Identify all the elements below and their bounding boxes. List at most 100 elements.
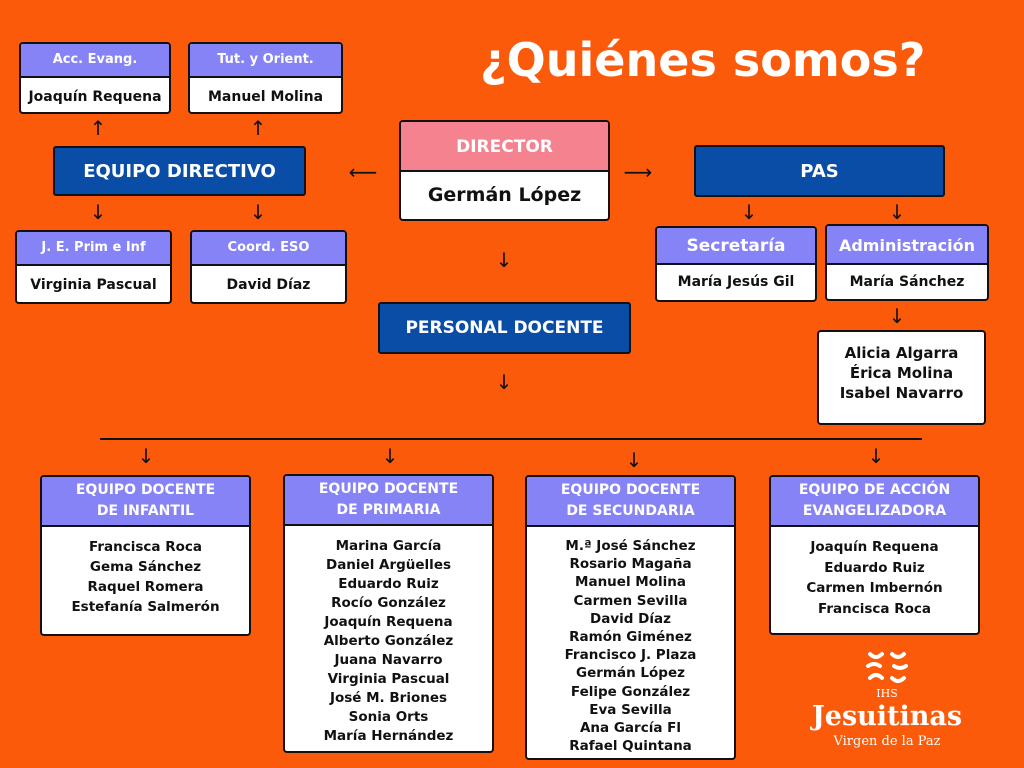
team-title-line: EQUIPO DE ACCIÓN [798, 482, 951, 498]
staff-member: Isabel Navarro [839, 384, 964, 402]
logo-ihs: IHS [876, 687, 898, 700]
arrow-down-icon: ↓ [867, 444, 885, 468]
team-title-line: EQUIPO DOCENTE [560, 482, 701, 498]
arrow-up-icon: ↑ [249, 116, 267, 140]
arrow-down-icon: ↓ [495, 370, 513, 394]
arrow-down-icon: ↓ [625, 448, 643, 472]
team-member: Francisca Roca [818, 600, 931, 617]
team-evangelizadora-card: EQUIPO DE ACCIÓN EVANGELIZADORA Joaquín … [769, 475, 980, 635]
pas-box: PAS [694, 145, 945, 197]
team-member: Joaquín Requena [324, 614, 453, 630]
team-title-line: EQUIPO DOCENTE [318, 481, 459, 497]
jesuitinas-logo: IHS Jesuitinas Virgen de la Paz [812, 648, 962, 750]
arrow-up-icon: ↑ [89, 116, 107, 140]
team-member: Sonia Orts [348, 709, 429, 725]
coord-eso-label: Coord. ESO [192, 232, 345, 266]
team-member: Carmen Sevilla [573, 592, 688, 609]
tut-orient-label: Tut. y Orient. [190, 44, 341, 78]
team-member: David Díaz [590, 610, 671, 627]
acc-evang-name: Joaquín Requena [28, 89, 162, 105]
team-member: Juana Navarro [334, 652, 443, 668]
equipo-directivo-box: EQUIPO DIRECTIVO [53, 146, 306, 196]
arrow-left-icon: ⟵ [348, 160, 378, 184]
je-prim-label: J. E. Prim e Inf [17, 232, 170, 266]
team-secundaria-card: EQUIPO DOCENTE DE SECUNDARIA M.ª José Sá… [525, 475, 736, 760]
arrow-down-icon: ↓ [888, 200, 906, 224]
team-primaria-card: EQUIPO DOCENTE DE PRIMARIA Marina García… [283, 474, 494, 753]
team-member: Gema Sánchez [89, 559, 202, 575]
team-evangelizadora-members: Joaquín Requena Eduardo Ruiz Carmen Imbe… [771, 527, 978, 619]
staff-member: Érica Molina [849, 364, 954, 382]
team-member: Rosario Magaña [569, 556, 692, 573]
team-infantil-card: EQUIPO DOCENTE DE INFANTIL Francisca Roc… [40, 475, 251, 636]
team-title-line: DE INFANTIL [96, 503, 195, 519]
distribution-line [100, 438, 922, 440]
team-member: Alberto González [323, 633, 454, 649]
team-member: Eva Sevilla [589, 701, 672, 718]
acc-evang-card: Acc. Evang. Joaquín Requena [19, 42, 171, 114]
staff-member: Alicia Algarra [844, 344, 959, 362]
secretaria-label: Secretaría [657, 228, 815, 265]
coord-eso-card: Coord. ESO David Díaz [190, 230, 347, 304]
team-member: Ana García Fl [579, 720, 681, 737]
team-member: Eduardo Ruiz [824, 559, 925, 576]
tut-orient-card: Tut. y Orient. Manuel Molina [188, 42, 343, 114]
team-member: Raquel Romera [87, 579, 204, 595]
pas-staff-list: Alicia Algarra Érica Molina Isabel Navar… [819, 332, 984, 403]
team-primaria-title: EQUIPO DOCENTE DE PRIMARIA [285, 476, 492, 526]
personal-docente-box: PERSONAL DOCENTE [378, 302, 631, 354]
team-member: Eduardo Ruiz [338, 576, 439, 592]
team-member: Marina García [335, 538, 442, 554]
team-member: Joaquín Requena [810, 539, 939, 555]
team-infantil-members: Francisca Roca Gema Sánchez Raquel Romer… [42, 527, 249, 617]
arrow-down-icon: ↓ [249, 200, 267, 224]
logo-mark-icon [866, 652, 908, 683]
team-secundaria-title: EQUIPO DOCENTE DE SECUNDARIA [527, 477, 734, 527]
arrow-down-icon: ↓ [495, 248, 513, 272]
arrow-right-icon: ⟶ [623, 160, 653, 184]
team-infantil-title: EQUIPO DOCENTE DE INFANTIL [42, 477, 249, 527]
team-member: Virginia Pascual [327, 671, 450, 687]
acc-evang-label: Acc. Evang. [21, 44, 169, 78]
director-card: DIRECTOR Germán López [399, 120, 610, 221]
logo-subtitle: Virgen de la Paz [833, 734, 941, 749]
team-member: Daniel Argüelles [325, 557, 452, 573]
coord-eso-name: David Díaz [226, 277, 311, 293]
secretaria-card: Secretaría María Jesús Gil [655, 226, 817, 302]
team-member: Manuel Molina [575, 574, 686, 591]
team-member: Ramón Giménez [569, 629, 692, 646]
team-member: Rocío González [331, 595, 446, 611]
team-member: María Hernández [323, 728, 454, 744]
team-member: Rafael Quintana [569, 738, 692, 755]
director-label: DIRECTOR [401, 122, 608, 172]
arrow-down-icon: ↓ [888, 304, 906, 328]
pas-staff-card: Alicia Algarra Érica Molina Isabel Navar… [817, 330, 986, 425]
director-name: Germán López [427, 184, 582, 206]
arrow-down-icon: ↓ [381, 444, 399, 468]
administracion-label: Administración [827, 226, 987, 265]
team-title-line: DE PRIMARIA [336, 502, 441, 518]
team-member: Estefanía Salmerón [71, 599, 220, 615]
je-prim-card: J. E. Prim e Inf Virginia Pascual [15, 230, 172, 304]
arrow-down-icon: ↓ [89, 200, 107, 224]
team-title-line: DE SECUNDARIA [566, 503, 695, 519]
team-member: Francisco J. Plaza [564, 647, 697, 664]
team-member: Germán López [576, 665, 685, 682]
administracion-name: María Sánchez [849, 274, 965, 290]
page-title: ¿Quiénes somos? [480, 33, 926, 87]
team-member: Felipe González [570, 683, 691, 700]
arrow-down-icon: ↓ [137, 444, 155, 468]
team-title-line: EQUIPO DOCENTE [75, 482, 216, 498]
je-prim-name: Virginia Pascual [30, 277, 157, 293]
tut-orient-name: Manuel Molina [207, 89, 324, 105]
team-evangelizadora-title: EQUIPO DE ACCIÓN EVANGELIZADORA [771, 477, 978, 527]
secretaria-name: María Jesús Gil [677, 274, 795, 290]
team-member: Carmen Imbernón [806, 580, 943, 596]
team-member: Francisca Roca [89, 539, 202, 555]
team-title-line: EVANGELIZADORA [802, 503, 947, 519]
arrow-down-icon: ↓ [740, 200, 758, 224]
logo-name: Jesuitinas [812, 701, 963, 732]
administracion-card: Administración María Sánchez [825, 224, 989, 301]
team-secundaria-members: M.ª José Sánchez Rosario Magaña Manuel M… [527, 527, 734, 755]
team-primaria-members: Marina García Daniel Argüelles Eduardo R… [285, 526, 492, 746]
